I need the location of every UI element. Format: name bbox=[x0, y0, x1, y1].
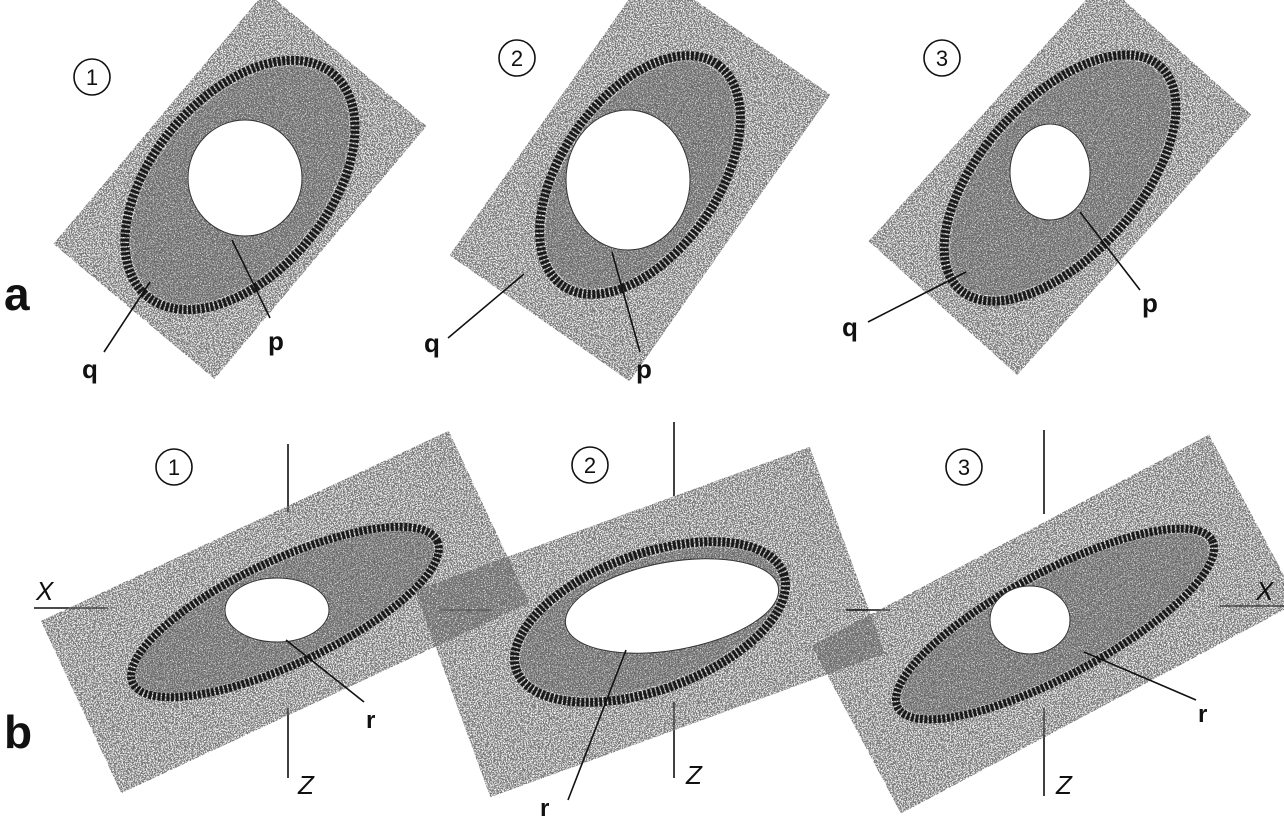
panel-b2: 2 r Z bbox=[415, 422, 885, 816]
leader-label-r: r bbox=[1198, 701, 1207, 728]
leader-label-p: p bbox=[268, 326, 284, 356]
panel-number: 2 bbox=[584, 453, 596, 478]
panel-b3: 3 r X Z bbox=[812, 430, 1284, 814]
panel-number: 3 bbox=[958, 455, 970, 480]
panel-a1: 1 q p bbox=[54, 0, 427, 384]
inclusion-core bbox=[566, 110, 690, 250]
axis-label-z: Z bbox=[1055, 770, 1073, 800]
inclusion-core bbox=[225, 578, 329, 642]
axis-label-z: Z bbox=[685, 760, 703, 790]
panel-number: 1 bbox=[168, 455, 180, 480]
panel-a3: 3 q p bbox=[842, 0, 1251, 375]
axis-label-x: X bbox=[35, 576, 55, 606]
leader-label-q: q bbox=[82, 354, 98, 384]
axis-label-z: Z bbox=[297, 770, 315, 800]
row-label-b: b bbox=[4, 706, 32, 758]
panel-a2: 2 q p bbox=[424, 0, 830, 384]
leader-label-q: q bbox=[424, 328, 440, 358]
leader-q bbox=[448, 274, 524, 338]
panel-number: 2 bbox=[511, 46, 523, 71]
leader-label-r: r bbox=[366, 707, 375, 734]
leader-label-p: p bbox=[1142, 288, 1158, 318]
inclusion-core bbox=[1010, 124, 1090, 220]
panel-number: 3 bbox=[936, 46, 948, 71]
leader-label-r: r bbox=[540, 795, 549, 816]
axis-label-x: X bbox=[1255, 576, 1275, 606]
leader-label-q: q bbox=[842, 312, 858, 342]
inclusion-core bbox=[990, 586, 1070, 654]
leader-label-p: p bbox=[636, 354, 652, 384]
row-label-a: a bbox=[4, 268, 30, 320]
inclusion-core bbox=[188, 120, 302, 236]
panel-number: 1 bbox=[86, 65, 98, 90]
